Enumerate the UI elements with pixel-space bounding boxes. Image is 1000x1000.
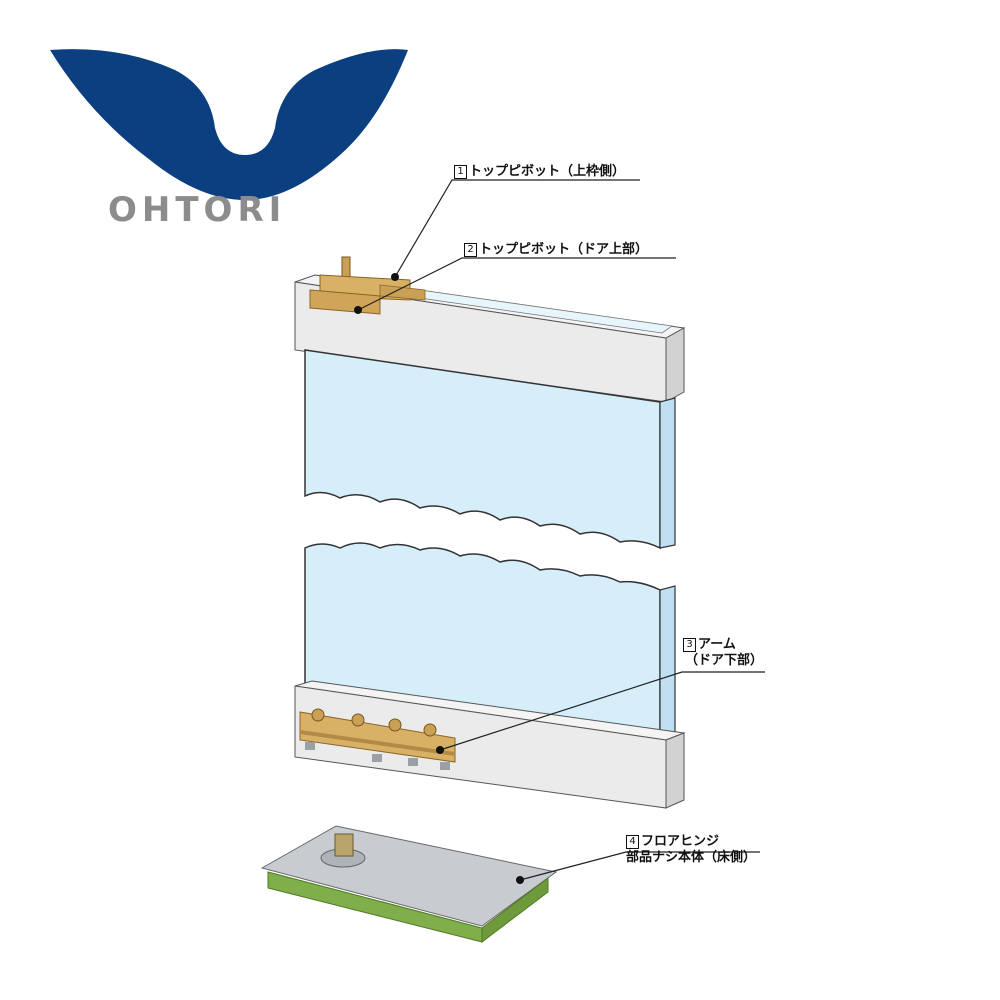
callout-2-number: 2 — [464, 243, 477, 257]
bottom-rail-side-face — [665, 732, 685, 809]
upper-glass-edge — [659, 397, 676, 549]
callout-4-number: 4 — [626, 835, 639, 849]
ohtori-logo-mark — [50, 49, 408, 200]
floor-hinge-part — [260, 825, 558, 944]
callout-1-number: 1 — [454, 165, 467, 179]
callout-4-sublabel: 部品ナシ本体（床側） — [626, 850, 757, 865]
lower-glass-panel — [304, 542, 661, 741]
top-rail-side-face — [665, 327, 685, 403]
upper-glass-panel — [304, 349, 661, 550]
bottom-arm-part — [299, 708, 456, 770]
callout-4-label: フロアヒンジ — [641, 834, 720, 849]
leader-dots — [354, 273, 524, 884]
brand-name: OHTORI — [108, 190, 287, 230]
callout-1-label: トップピボット（上枠側） — [469, 164, 626, 179]
leader-lines — [357, 179, 765, 881]
callout-3-number: 3 — [683, 638, 696, 652]
lower-glass-edge — [659, 585, 676, 741]
callout-3-label: アーム — [698, 637, 736, 652]
callout-3-sublabel: （ドア下部） — [685, 653, 764, 668]
callout-2-label: トップピボット（ドア上部） — [479, 242, 649, 257]
